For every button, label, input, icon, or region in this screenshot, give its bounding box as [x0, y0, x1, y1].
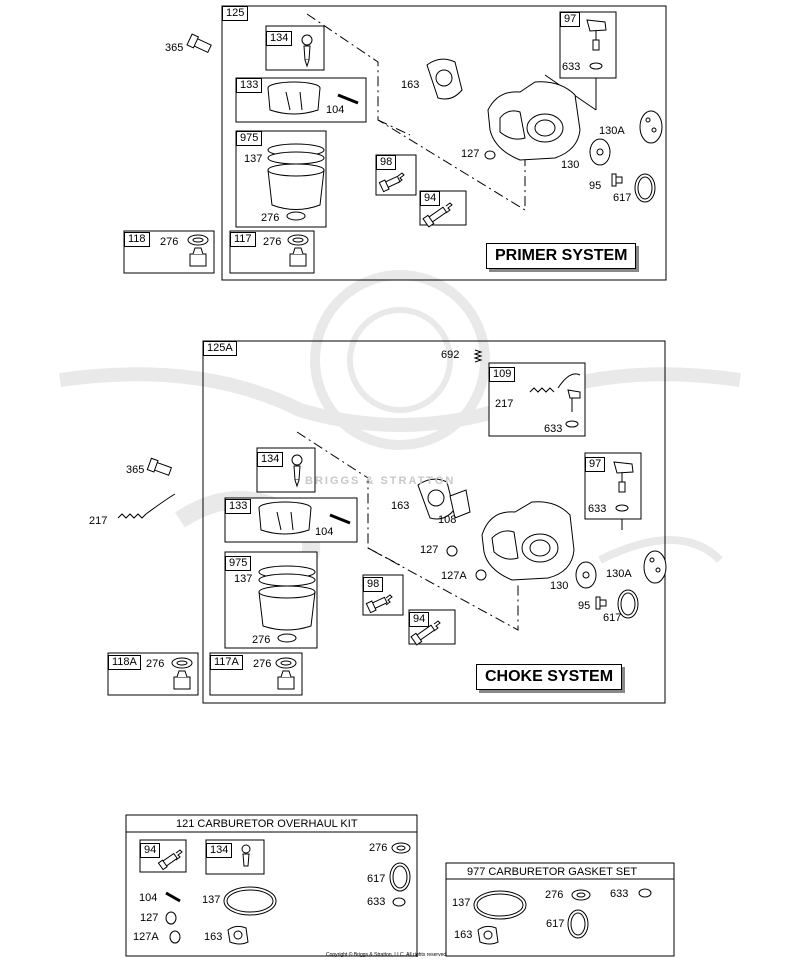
kit-label-94: 94	[140, 843, 161, 858]
primer-label-617: 617	[613, 192, 632, 204]
choke-label-95: 95	[578, 600, 591, 612]
choke-dashed-guides	[296, 431, 519, 631]
primer-dashed-guides	[306, 13, 526, 211]
choke-label-108: 108	[438, 514, 457, 526]
primer-label-130a: 130A	[599, 125, 625, 137]
kit-label-276: 276	[369, 842, 388, 854]
choke-label-276a: 276	[252, 634, 271, 646]
primer-label-276a: 276	[261, 212, 280, 224]
gasket-label-617: 617	[546, 918, 565, 930]
choke-label-134: 134	[257, 452, 284, 467]
choke-system-frame	[202, 340, 666, 704]
primer-assembly-id: 125	[222, 6, 249, 21]
gasket-set-drawings	[473, 888, 652, 945]
kit-label-134: 134	[206, 843, 233, 858]
choke-label-104: 104	[315, 526, 334, 538]
gasket-set-frame	[445, 862, 675, 957]
choke-label-217a: 217	[495, 398, 514, 410]
choke-system-title: CHOKE SYSTEM	[476, 664, 623, 690]
primer-label-94: 94	[420, 191, 441, 206]
gasket-label-137: 137	[452, 897, 471, 909]
gasket-label-633: 633	[610, 888, 629, 900]
choke-label-117a: 117A	[210, 655, 243, 670]
kit-label-163: 163	[204, 931, 223, 943]
choke-label-130: 130	[550, 580, 569, 592]
primer-label-276c: 276	[263, 236, 282, 248]
kit-label-633: 633	[367, 896, 386, 908]
primer-label-633: 633	[562, 61, 581, 73]
primer-label-118: 118	[124, 232, 150, 247]
choke-assembly-id: 125A	[203, 341, 237, 356]
choke-label-217b: 217	[89, 515, 108, 527]
kit-label-104: 104	[139, 892, 158, 904]
copyright-notice: Copyright © Briggs & Stratton, LLC. All …	[326, 952, 448, 958]
primer-label-130: 130	[561, 159, 580, 171]
choke-label-97: 97	[585, 457, 606, 472]
choke-label-127: 127	[420, 544, 439, 556]
choke-label-130a: 130A	[606, 568, 632, 580]
choke-label-127a: 127A	[441, 570, 467, 582]
gasket-set-title: 977 CARBURETOR GASKET SET	[467, 866, 638, 878]
overhaul-kit-frame	[125, 814, 418, 957]
choke-label-276b: 276	[146, 658, 165, 670]
gasket-label-163: 163	[454, 929, 473, 941]
kit-label-127a: 127A	[133, 931, 159, 943]
primer-label-133: 133	[236, 78, 263, 93]
primer-label-117: 117	[230, 232, 256, 247]
primer-label-127: 127	[461, 148, 480, 160]
kit-label-617: 617	[367, 873, 386, 885]
choke-part-drawings	[117, 349, 667, 690]
primer-label-137: 137	[244, 153, 263, 165]
primer-label-276b: 276	[160, 236, 179, 248]
choke-label-975: 975	[225, 556, 252, 571]
overhaul-kit-title: 121 CARBURETOR OVERHAUL KIT	[176, 818, 358, 830]
primer-label-104: 104	[326, 104, 345, 116]
choke-label-692: 692	[441, 349, 460, 361]
primer-label-134: 134	[266, 31, 293, 46]
choke-label-94: 94	[409, 612, 430, 627]
choke-label-98: 98	[363, 577, 384, 592]
kit-label-137: 137	[202, 894, 221, 906]
kit-label-127: 127	[140, 912, 159, 924]
choke-label-633a: 633	[544, 423, 563, 435]
choke-label-163: 163	[391, 500, 410, 512]
choke-label-276c: 276	[253, 658, 272, 670]
primer-label-975: 975	[236, 131, 263, 146]
primer-system-frame	[221, 5, 667, 281]
primer-label-365: 365	[165, 42, 184, 54]
watermark-text: BRIGGS & STRATTON	[305, 475, 456, 487]
choke-label-133: 133	[225, 499, 252, 514]
overhaul-kit-drawings	[157, 842, 411, 945]
choke-label-109: 109	[489, 367, 516, 382]
primer-system-title: PRIMER SYSTEM	[486, 243, 637, 269]
choke-label-633b: 633	[588, 503, 607, 515]
choke-label-365: 365	[126, 464, 145, 476]
primer-part-drawings	[186, 19, 663, 267]
primer-label-163: 163	[401, 79, 420, 91]
choke-label-118a: 118A	[108, 655, 141, 670]
choke-label-137: 137	[234, 573, 253, 585]
primer-label-95: 95	[589, 180, 602, 192]
primer-label-97: 97	[560, 12, 581, 27]
gasket-label-276: 276	[545, 889, 564, 901]
primer-label-98: 98	[376, 155, 397, 170]
choke-label-617: 617	[603, 612, 622, 624]
